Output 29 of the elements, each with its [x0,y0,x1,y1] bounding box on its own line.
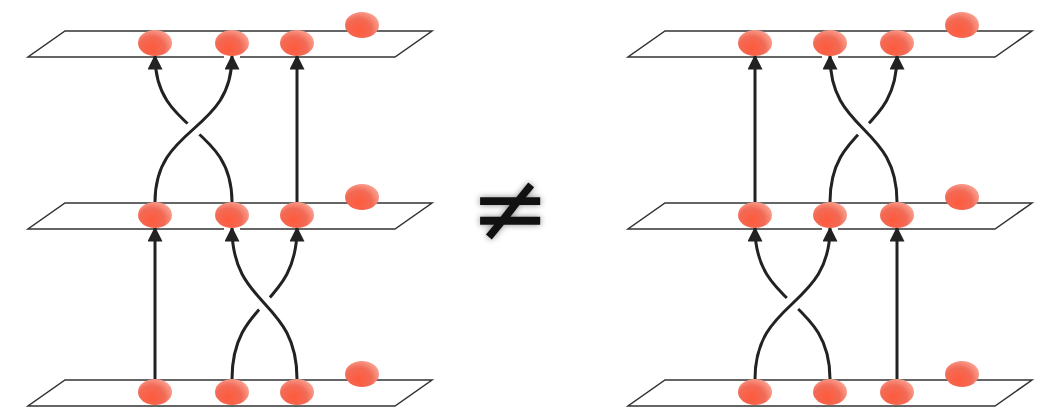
dot [880,202,914,228]
arrow [889,226,905,379]
dot [813,202,847,228]
dot [138,30,172,56]
dot [215,379,249,405]
dot [215,202,249,228]
dot [345,184,379,210]
dot [138,202,172,228]
arrow [147,226,163,379]
dot [280,202,314,228]
dot [738,30,772,56]
dot [880,30,914,56]
dot [813,30,847,56]
not-equal-sign: ≠ [470,160,551,256]
dot [280,30,314,56]
dot [215,30,249,56]
arrow [289,54,305,202]
dot [345,361,379,387]
arrow [747,54,763,202]
dot [880,379,914,405]
dot [945,12,979,38]
dot [138,379,172,405]
dot [738,379,772,405]
dot [345,12,379,38]
dot [813,379,847,405]
dot [945,361,979,387]
dot [280,379,314,405]
dot [945,184,979,210]
dot [738,202,772,228]
